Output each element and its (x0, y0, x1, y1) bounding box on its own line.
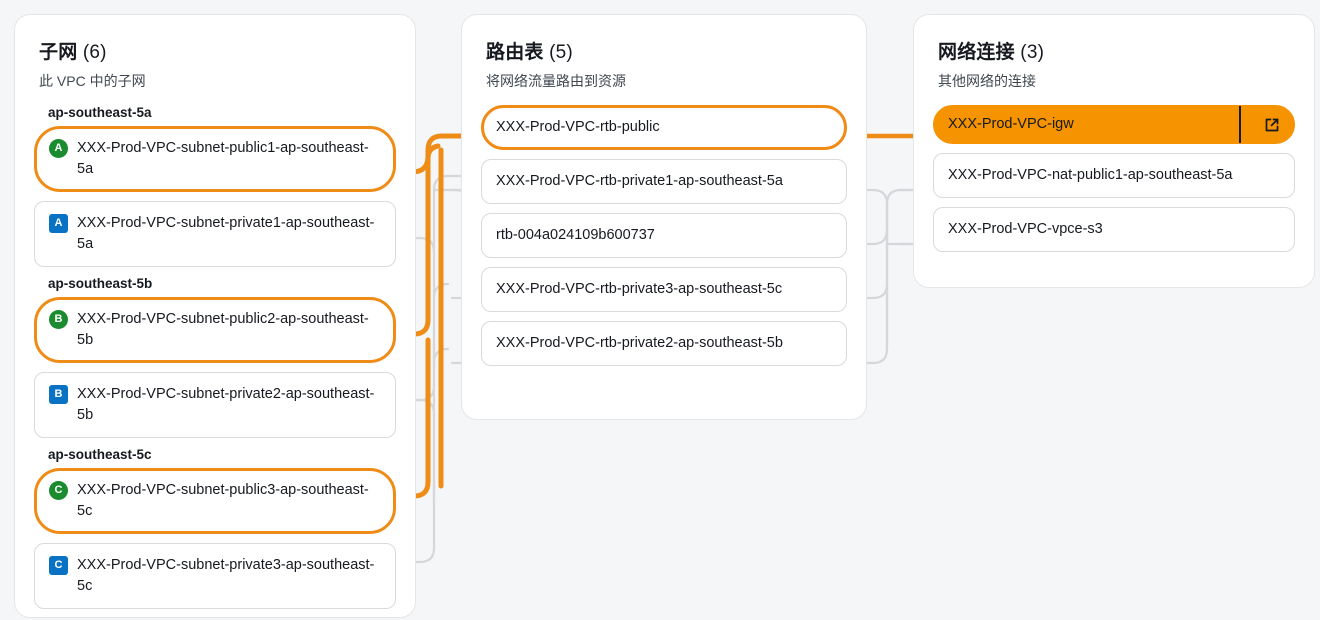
az-label: ap-southeast-5c (48, 447, 152, 462)
az-badge-public-icon: B (49, 310, 68, 329)
external-link-icon[interactable] (1250, 106, 1294, 143)
subnet-card-selected[interactable]: B XXX-Prod-VPC-subnet-public2-ap-southeas… (34, 297, 396, 363)
network-connection-name: XXX-Prod-VPC-nat-public1-ap-southeast-5a (948, 167, 1233, 183)
subnets-title-text: 子网 (39, 42, 78, 63)
subnet-name: XXX-Prod-VPC-subnet-private1-ap-southeas… (77, 215, 375, 252)
az-label: ap-southeast-5b (48, 276, 153, 291)
subnets-panel-title: 子网 (6) (39, 37, 391, 64)
subnet-card[interactable]: A XXX-Prod-VPC-subnet-private1-ap-southea… (34, 201, 396, 267)
az-badge-private-icon: C (49, 556, 68, 575)
subnet-card-selected[interactable]: C XXX-Prod-VPC-subnet-public3-ap-southeas… (34, 468, 396, 534)
external-link-separator (1239, 106, 1241, 143)
route-table-card[interactable]: XXX-Prod-VPC-rtb-private3-ap-southeast-5… (481, 267, 847, 312)
az-label: ap-southeast-5a (48, 105, 152, 120)
subnet-card-selected[interactable]: A XXX-Prod-VPC-subnet-public1-ap-southeas… (34, 126, 396, 192)
subnet-name: XXX-Prod-VPC-subnet-private2-ap-southeas… (77, 386, 375, 423)
route-tables-panel-subtitle: 将网络流量路由到资源 (486, 73, 626, 89)
network-connection-card[interactable]: XXX-Prod-VPC-vpce-s3 (933, 207, 1295, 252)
route-table-name: XXX-Prod-VPC-rtb-private2-ap-southeast-5… (496, 335, 783, 351)
route-table-card-selected[interactable]: XXX-Prod-VPC-rtb-public (481, 105, 847, 150)
network-connection-name: XXX-Prod-VPC-igw (948, 116, 1074, 132)
subnet-name: XXX-Prod-VPC-subnet-public3-ap-southeast… (77, 482, 369, 519)
route-table-name: rtb-004a024109b600737 (496, 227, 655, 243)
network-connections-panel-subtitle: 其他网络的连接 (938, 73, 1036, 89)
route-tables-panel-header: 路由表 (5) 将网络流量路由到资源 (462, 15, 866, 91)
route-tables-panel: 路由表 (5) 将网络流量路由到资源 XXX-Prod-VPC-rtb-publ… (461, 14, 867, 420)
route-table-name: XXX-Prod-VPC-rtb-public (496, 119, 660, 135)
subnets-count: (6) (82, 42, 107, 63)
az-badge-public-icon: A (49, 139, 68, 158)
network-connections-panel-header: 网络连接 (3) 其他网络的连接 (914, 15, 1314, 91)
subnet-name: XXX-Prod-VPC-subnet-public2-ap-southeast… (77, 311, 369, 348)
route-table-name: XXX-Prod-VPC-rtb-private3-ap-southeast-5… (496, 281, 783, 297)
subnets-panel-header: 子网 (6) 此 VPC 中的子网 (15, 15, 415, 91)
route-tables-count: (5) (549, 42, 573, 63)
subnets-panel-subtitle: 此 VPC 中的子网 (39, 73, 146, 89)
route-tables-title-text: 路由表 (486, 42, 544, 63)
subnet-name: XXX-Prod-VPC-subnet-private3-ap-southeas… (77, 557, 375, 594)
subnet-card[interactable]: C XXX-Prod-VPC-subnet-private3-ap-southea… (34, 543, 396, 609)
route-table-card[interactable]: XXX-Prod-VPC-rtb-private1-ap-southeast-5… (481, 159, 847, 204)
network-connections-count: (3) (1020, 42, 1045, 63)
network-connection-card[interactable]: XXX-Prod-VPC-nat-public1-ap-southeast-5a (933, 153, 1295, 198)
network-connection-name: XXX-Prod-VPC-vpce-s3 (948, 221, 1103, 237)
route-table-card[interactable]: rtb-004a024109b600737 (481, 213, 847, 258)
network-connections-title-text: 网络连接 (938, 42, 1015, 63)
az-badge-public-icon: C (49, 481, 68, 500)
route-table-card[interactable]: XXX-Prod-VPC-rtb-private2-ap-southeast-5… (481, 321, 847, 366)
route-table-name: XXX-Prod-VPC-rtb-private1-ap-southeast-5… (496, 173, 783, 189)
network-connection-card-selected[interactable]: XXX-Prod-VPC-igw (933, 105, 1295, 144)
route-tables-panel-title: 路由表 (5) (486, 37, 842, 64)
az-badge-private-icon: A (49, 214, 68, 233)
subnet-name: XXX-Prod-VPC-subnet-public1-ap-southeast… (77, 140, 369, 177)
network-connections-panel-title: 网络连接 (3) (938, 37, 1290, 64)
az-badge-private-icon: B (49, 385, 68, 404)
subnet-card[interactable]: B XXX-Prod-VPC-subnet-private2-ap-southea… (34, 372, 396, 438)
